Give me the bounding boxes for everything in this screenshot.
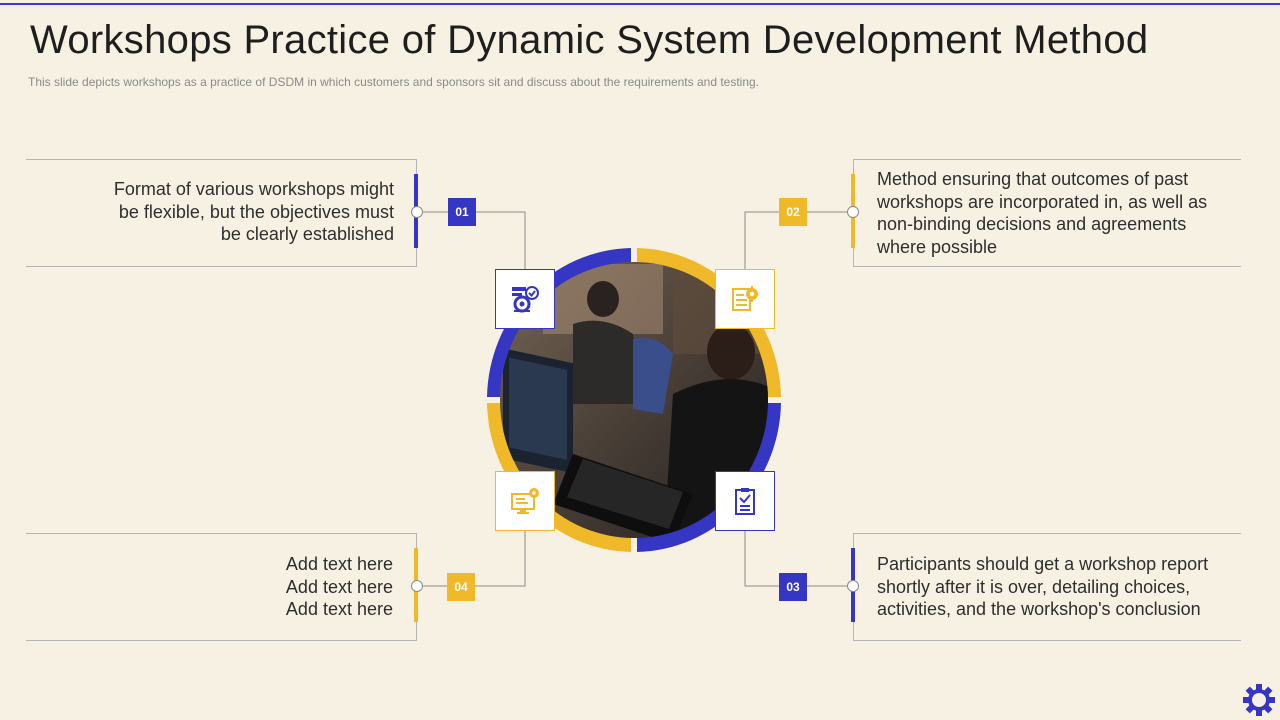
step-03-line-2: shortly after it is over, detailing choi… <box>877 576 1191 597</box>
step-02-icon-box <box>715 269 775 329</box>
slide-title: Workshops Practice of Dynamic System Dev… <box>30 18 1149 62</box>
step-02-line-2: workshops are incorporated in, as well a… <box>877 191 1208 212</box>
step-04-line-1: Add text here <box>285 554 393 574</box>
step-03-text: Participants should get a workshop repor… <box>877 553 1237 621</box>
step-02-number: 02 <box>779 198 807 226</box>
step-01-line-2: be flexible, but the objectives must <box>118 201 394 222</box>
step-01-line-1: Format of various workshops might <box>113 179 394 199</box>
monitor-gear-icon <box>511 488 539 514</box>
step-04-icon-box <box>495 471 555 531</box>
connector-02 <box>744 211 848 270</box>
step-01-line-3: be clearly established <box>220 224 394 244</box>
step-04-line-2: Add text here <box>285 576 393 597</box>
step-02-text: Method ensuring that outcomes of past wo… <box>877 168 1237 258</box>
step-03-line-3: activities, and the workshop's conclusio… <box>877 599 1201 619</box>
step-02-line-1: Method ensuring that outcomes of past <box>877 169 1189 189</box>
gear-check-icon <box>512 286 539 313</box>
step-02-line-4: where possible <box>877 236 998 257</box>
step-02-line-3: non-binding decisions and agreements <box>877 214 1187 234</box>
step-04-number: 04 <box>447 573 475 601</box>
clipboard-check-icon <box>735 488 755 515</box>
step-02-connector-dot <box>847 206 859 218</box>
connector-03 <box>744 530 848 587</box>
step-03-icon-box <box>715 471 775 531</box>
step-01-connector-dot <box>411 206 423 218</box>
slide-subtitle: This slide depicts workshops as a practi… <box>28 75 760 89</box>
step-04-connector-dot <box>411 580 423 592</box>
step-01-icon-box <box>495 269 555 329</box>
step-01-text: Format of various workshops might be fle… <box>40 178 394 246</box>
document-gear-icon <box>732 286 758 311</box>
step-01-number: 01 <box>448 198 476 226</box>
step-04-text: Add text here Add text here Add text her… <box>40 553 393 621</box>
step-04-line-3: Add text here <box>285 599 393 619</box>
step-03-connector-dot <box>847 580 859 592</box>
step-03-line-1: Participants should get a workshop repor… <box>877 554 1209 574</box>
step-03-number: 03 <box>779 573 807 601</box>
top-accent-line <box>0 3 1280 5</box>
gear-icon[interactable] <box>1242 683 1276 717</box>
